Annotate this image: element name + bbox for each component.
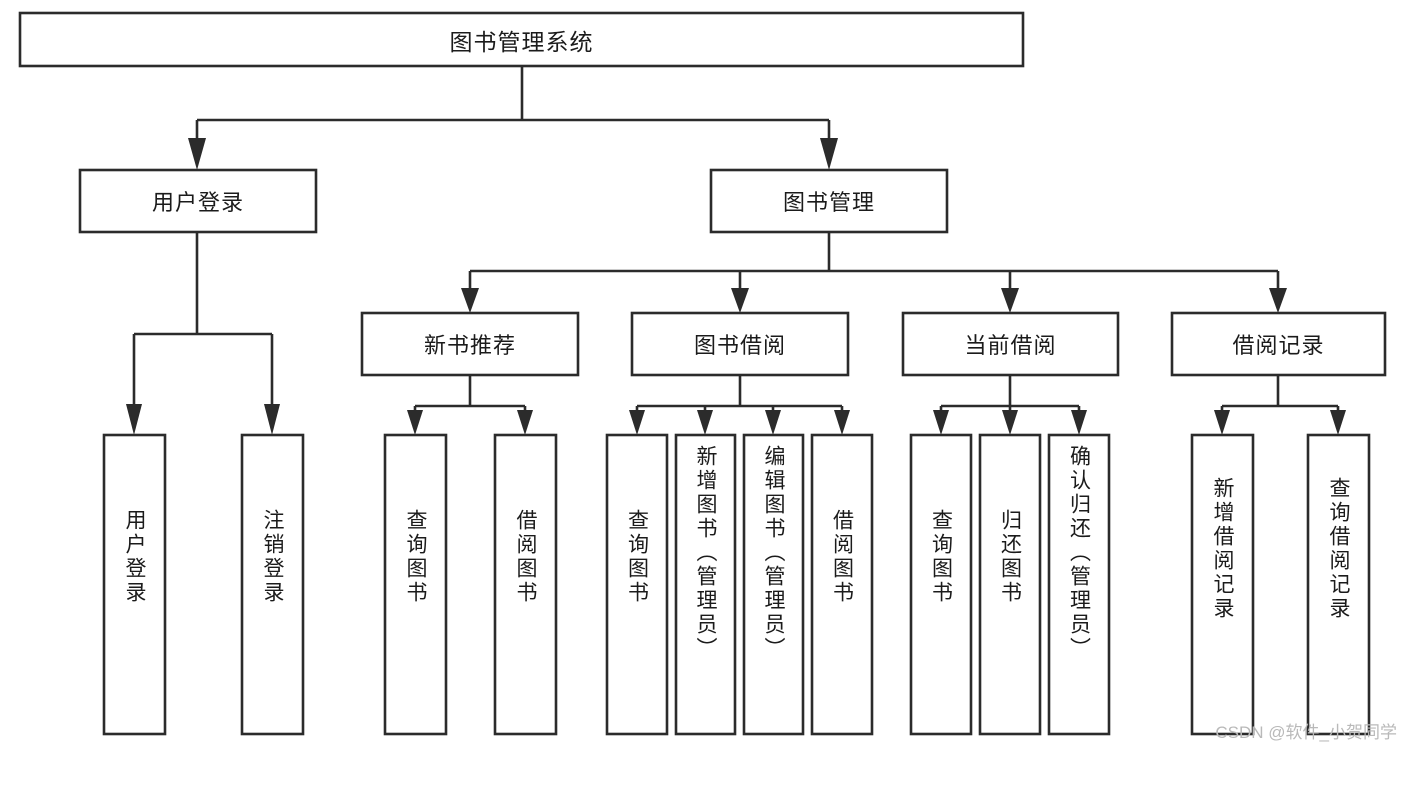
node-box-leaf-user-login[interactable] [102,433,167,736]
arrow-to-leaf-query-book-2 [629,410,645,435]
arrow-to-leaf-query-record [1330,410,1346,435]
node-box-leaf-borrow-book-2[interactable] [810,433,874,736]
arrow-root-to-user-login [188,138,206,170]
arrow-to-leaf-query-book-3 [933,410,949,435]
arrow-to-current-borrow [1001,288,1019,313]
arrow-to-borrow-record [1269,288,1287,313]
node-box-leaf-borrow-book-1[interactable] [493,433,558,736]
connector-group-current-borrow [933,375,1087,435]
node-box-user-login[interactable] [78,168,318,234]
arrow-to-new-book-recommend [461,288,479,313]
connector-group-book-borrow [629,375,850,435]
arrow-root-to-book-management [820,138,838,170]
arrow-to-leaf-return-book [1002,410,1018,435]
connector-group-new-book-recommend [407,375,533,435]
arrow-to-book-borrow [731,288,749,313]
connector-group-user-login [126,232,280,435]
connector-group-borrow-record [1214,375,1346,435]
node-box-borrow-record[interactable] [1170,311,1387,377]
arrow-to-leaf-logout-login [264,404,280,435]
arrow-to-leaf-add-record [1214,410,1230,435]
arrow-to-leaf-edit-book [765,410,781,435]
node-box-root[interactable] [18,11,1025,68]
node-box-book-borrow[interactable] [630,311,850,377]
node-box-current-borrow[interactable] [901,311,1120,377]
arrow-to-leaf-borrow-book-2 [834,410,850,435]
node-box-leaf-add-record[interactable] [1190,433,1255,736]
node-box-new-book-recommend[interactable] [360,311,580,377]
connector-group-root [188,66,838,170]
node-box-leaf-return-book[interactable] [978,433,1042,736]
arrow-to-leaf-borrow-book-1 [517,410,533,435]
connector-group-book-management [461,232,1287,313]
node-box-leaf-query-book-2[interactable] [605,433,669,736]
arrow-to-leaf-add-book [697,410,713,435]
arrow-to-leaf-user-login [126,404,142,435]
node-box-book-management[interactable] [709,168,949,234]
diagram-canvas [18,11,1387,736]
book-management-system-diagram: 图书管理系统 用户登录 图书管理 新书推荐 图书借阅 当前借阅 借阅记录 用户登… [18,11,1397,742]
arrow-to-leaf-confirm-return [1071,410,1087,435]
node-box-leaf-logout-login[interactable] [240,433,305,736]
node-box-leaf-confirm-return[interactable] [1047,433,1111,736]
node-box-leaf-query-record[interactable] [1306,433,1371,736]
node-box-leaf-query-book-1[interactable] [383,433,448,736]
node-box-leaf-add-book[interactable] [674,433,737,736]
node-box-leaf-edit-book[interactable] [742,433,805,736]
arrow-to-leaf-query-book-1 [407,410,423,435]
node-box-leaf-query-book-3[interactable] [909,433,973,736]
